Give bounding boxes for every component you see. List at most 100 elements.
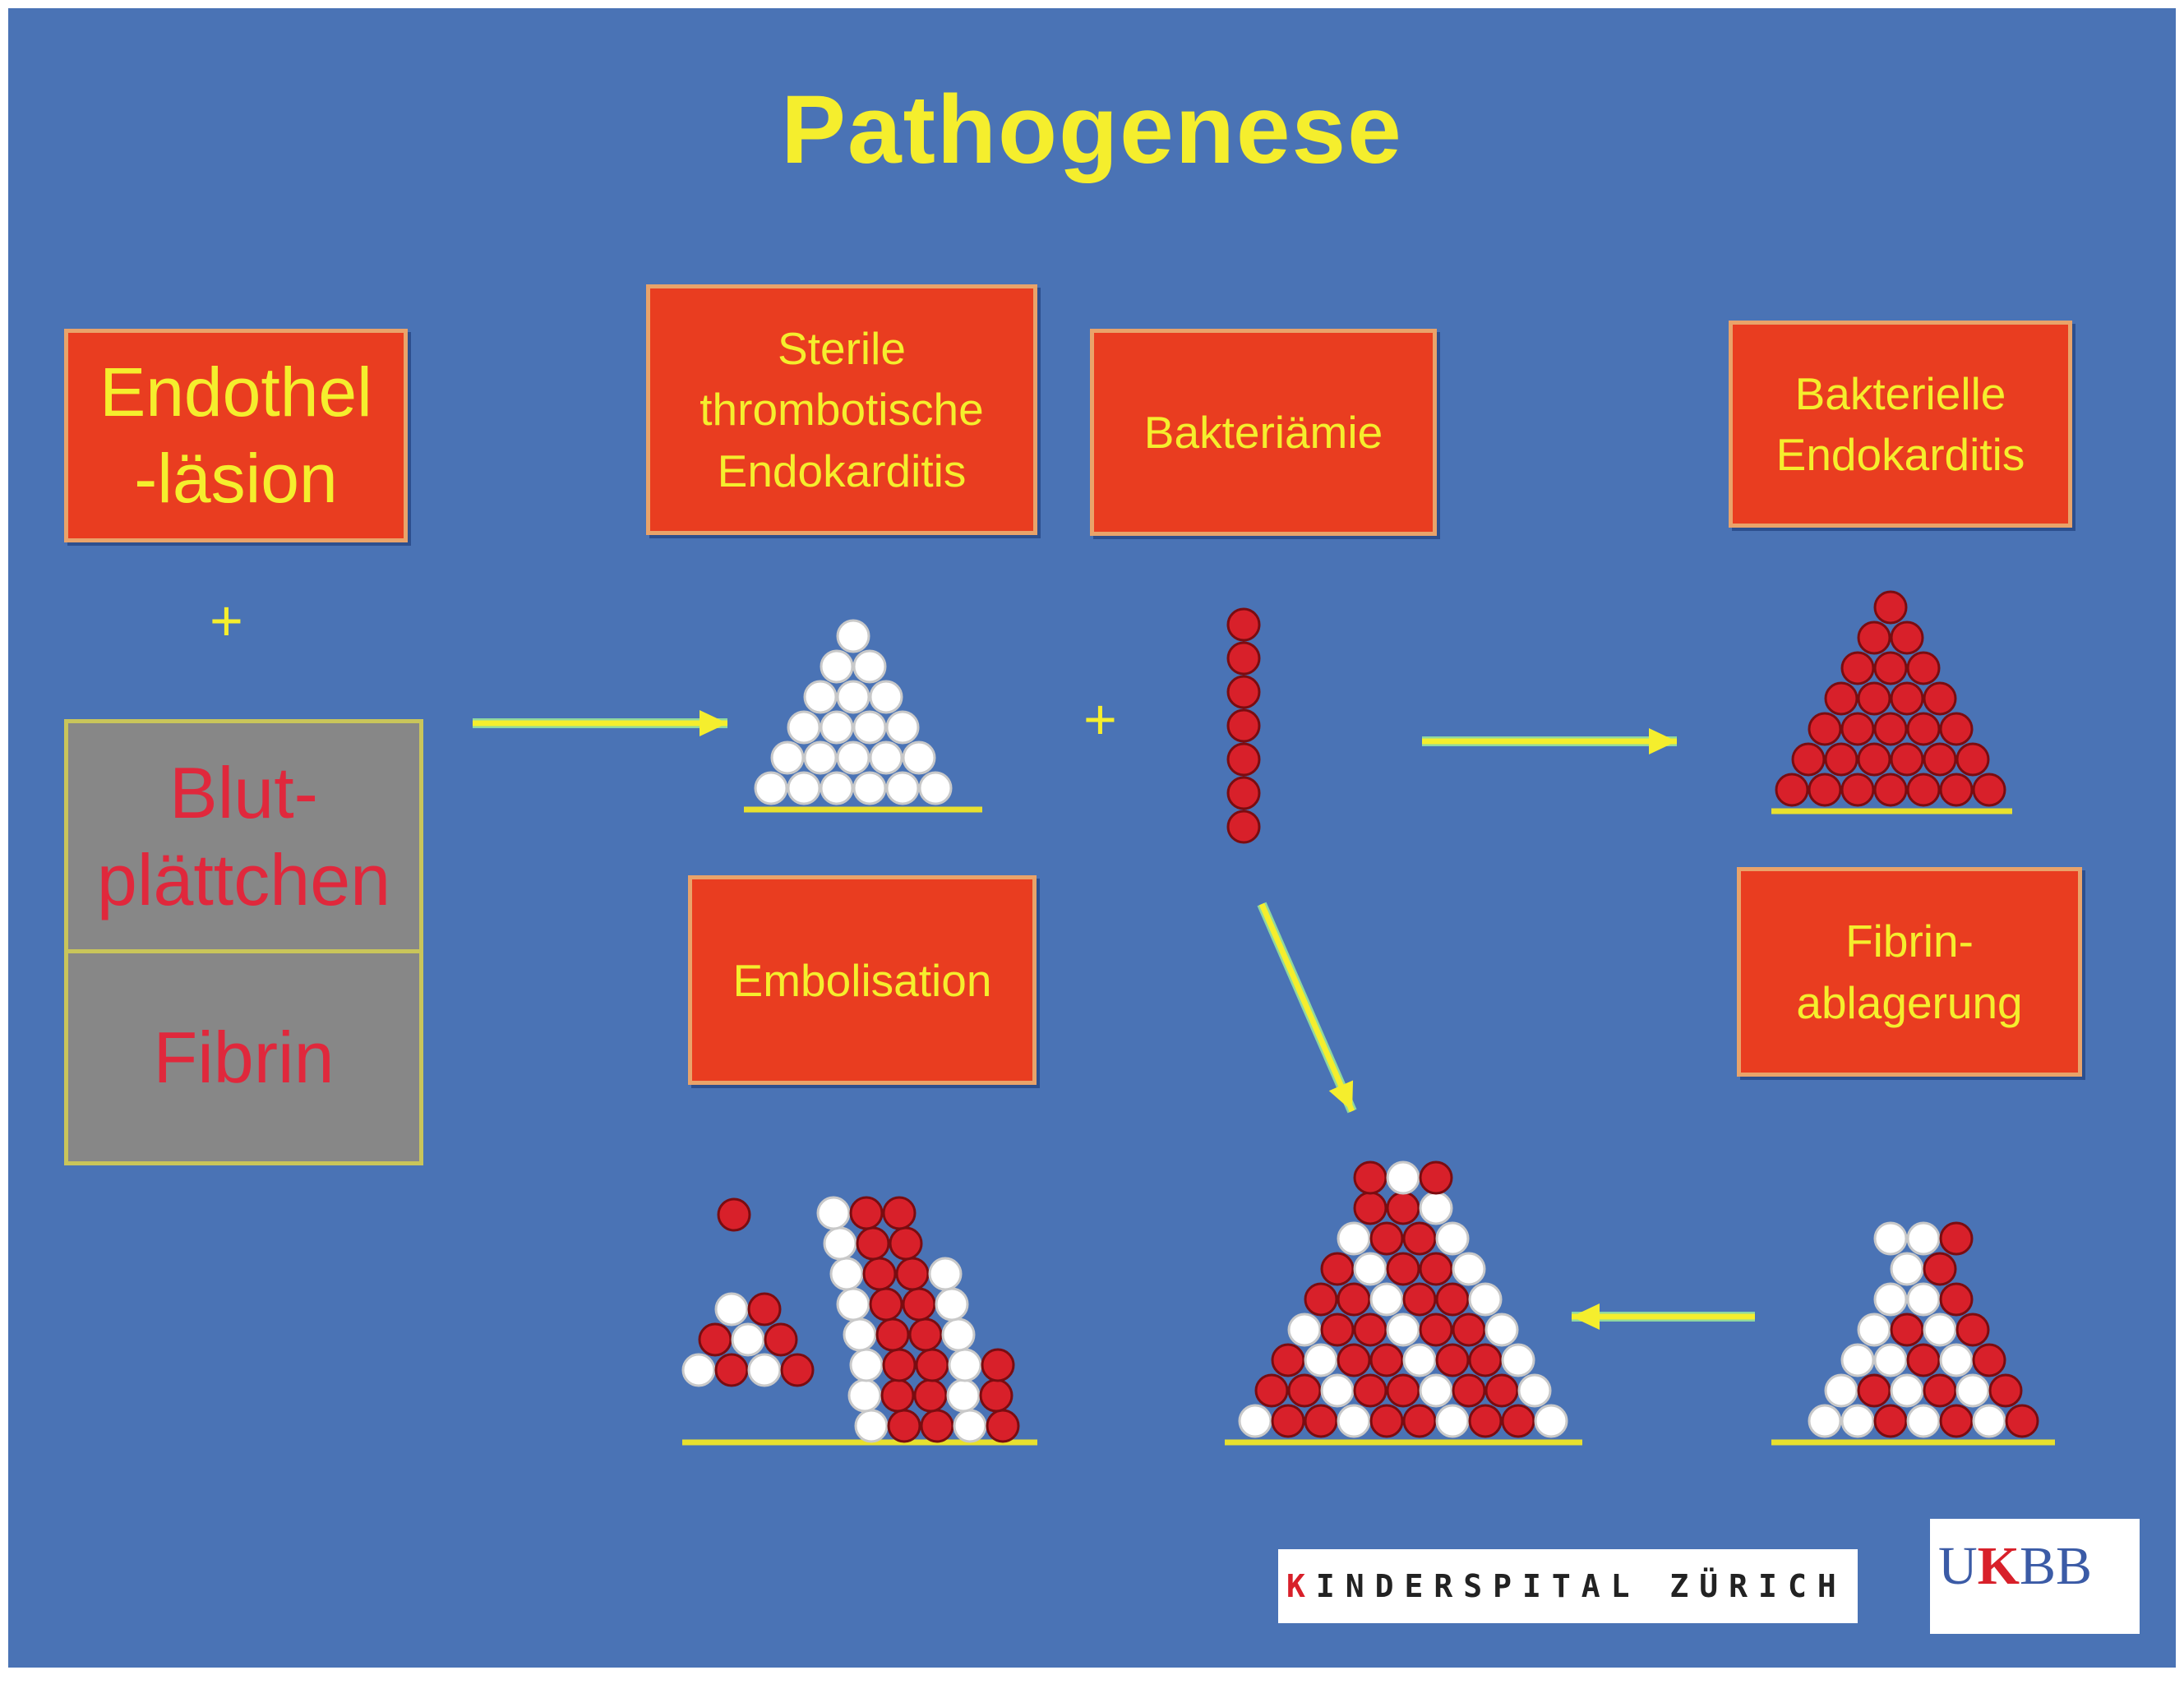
red-cell — [1857, 621, 1891, 655]
white-cell — [1304, 1343, 1338, 1377]
red-cell — [862, 1257, 897, 1291]
white-cell — [1873, 1343, 1908, 1377]
white-cell — [836, 1287, 870, 1322]
red-cell — [1988, 1373, 2023, 1408]
white-cell — [836, 680, 870, 714]
red-cell — [913, 1378, 948, 1413]
red-cell — [1890, 1313, 1924, 1347]
white-cell — [803, 680, 838, 714]
white-cell — [823, 1226, 857, 1261]
red-cell — [1857, 681, 1891, 716]
red-cell — [1824, 742, 1858, 777]
white-cell — [1435, 1404, 1470, 1438]
white-cell — [953, 1409, 987, 1443]
red-cell — [1840, 651, 1875, 685]
red-cell — [1287, 1373, 1322, 1408]
red-cell — [1435, 1282, 1470, 1317]
white-cell — [1873, 1282, 1908, 1317]
red-cell — [1873, 590, 1908, 625]
red-cell — [1402, 1282, 1437, 1317]
red-cell — [1939, 712, 1974, 746]
label-blutplaettchen: Blut- plättchen — [96, 751, 391, 920]
white-cell — [1972, 1404, 2006, 1438]
red-cell — [1386, 1373, 1420, 1408]
logo-ukbb-u: U — [1938, 1536, 1978, 1596]
red-cell — [979, 1378, 1014, 1413]
red-cell — [1226, 641, 1261, 676]
red-cell — [1271, 1404, 1305, 1438]
red-cell — [869, 1287, 903, 1322]
red-cell — [1468, 1404, 1503, 1438]
plus-sign-left: + — [210, 588, 243, 653]
red-cell — [1402, 1221, 1437, 1256]
red-cell — [895, 1257, 930, 1291]
red-cell — [1923, 681, 1957, 716]
red-cell — [1808, 712, 1842, 746]
white-cell — [1402, 1343, 1437, 1377]
white-cell — [1353, 1252, 1388, 1286]
white-cell — [1452, 1252, 1486, 1286]
red-cell — [1873, 773, 1908, 807]
white-cell — [902, 740, 936, 775]
white-cell — [1906, 1221, 1941, 1256]
red-cell — [1501, 1404, 1535, 1438]
white-cell — [731, 1322, 765, 1357]
box-blutplaettchen-fibrin: Blut- plättchen Fibrin — [64, 719, 423, 1165]
red-cell — [1906, 712, 1941, 746]
red-cell — [1824, 681, 1858, 716]
red-cell — [1955, 1313, 1990, 1347]
white-cell — [836, 740, 870, 775]
white-cell — [869, 740, 903, 775]
white-cell — [1238, 1404, 1272, 1438]
white-cell — [1890, 1373, 1924, 1408]
white-cell — [1923, 1313, 1957, 1347]
red-cell — [1452, 1313, 1486, 1347]
box-fibrin-ablagerung: Fibrin- ablagerung — [1737, 867, 2082, 1077]
white-cell — [1906, 1282, 1941, 1317]
red-cell — [902, 1287, 936, 1322]
white-cell — [918, 771, 953, 805]
red-cell — [981, 1348, 1015, 1382]
white-cell — [1337, 1404, 1371, 1438]
red-cell — [889, 1226, 923, 1261]
white-cell — [714, 1292, 749, 1326]
white-cell — [885, 771, 920, 805]
red-cell — [1386, 1252, 1420, 1286]
white-cell — [1386, 1313, 1420, 1347]
red-cell — [1353, 1313, 1388, 1347]
red-cell — [1808, 773, 1842, 807]
red-cell — [1254, 1373, 1289, 1408]
red-cell — [1369, 1404, 1404, 1438]
arrowhead — [1572, 1303, 1600, 1330]
white-cell — [829, 1257, 864, 1291]
red-cell — [1906, 651, 1941, 685]
red-cell — [1353, 1373, 1388, 1408]
white-cell — [1857, 1313, 1891, 1347]
red-cell — [1840, 712, 1875, 746]
red-cell — [920, 1409, 954, 1443]
red-cell — [1468, 1343, 1503, 1377]
red-cell — [1337, 1282, 1371, 1317]
white-cell — [787, 771, 821, 805]
white-cell — [946, 1378, 981, 1413]
red-cell — [882, 1348, 917, 1382]
white-cell — [1501, 1343, 1535, 1377]
arrowhead — [700, 710, 727, 736]
white-cell — [1419, 1191, 1453, 1225]
red-cell — [1939, 1221, 1974, 1256]
white-cell — [1955, 1373, 1990, 1408]
arrowhead — [1328, 1080, 1354, 1111]
logo-ukbb: UKBB — [1930, 1519, 2140, 1634]
logo-kinderspital-text: INDERSPITAL ZÜRICH — [1315, 1568, 1847, 1604]
red-cell — [1304, 1282, 1338, 1317]
white-cell — [847, 1378, 882, 1413]
red-cell — [1873, 1404, 1908, 1438]
white-cell — [885, 710, 920, 745]
red-cell — [1435, 1343, 1470, 1377]
arrowhead — [1649, 728, 1677, 754]
red-cell — [1320, 1252, 1355, 1286]
red-cell — [1452, 1373, 1486, 1408]
red-cell — [1419, 1313, 1453, 1347]
red-cell — [1972, 1343, 2006, 1377]
